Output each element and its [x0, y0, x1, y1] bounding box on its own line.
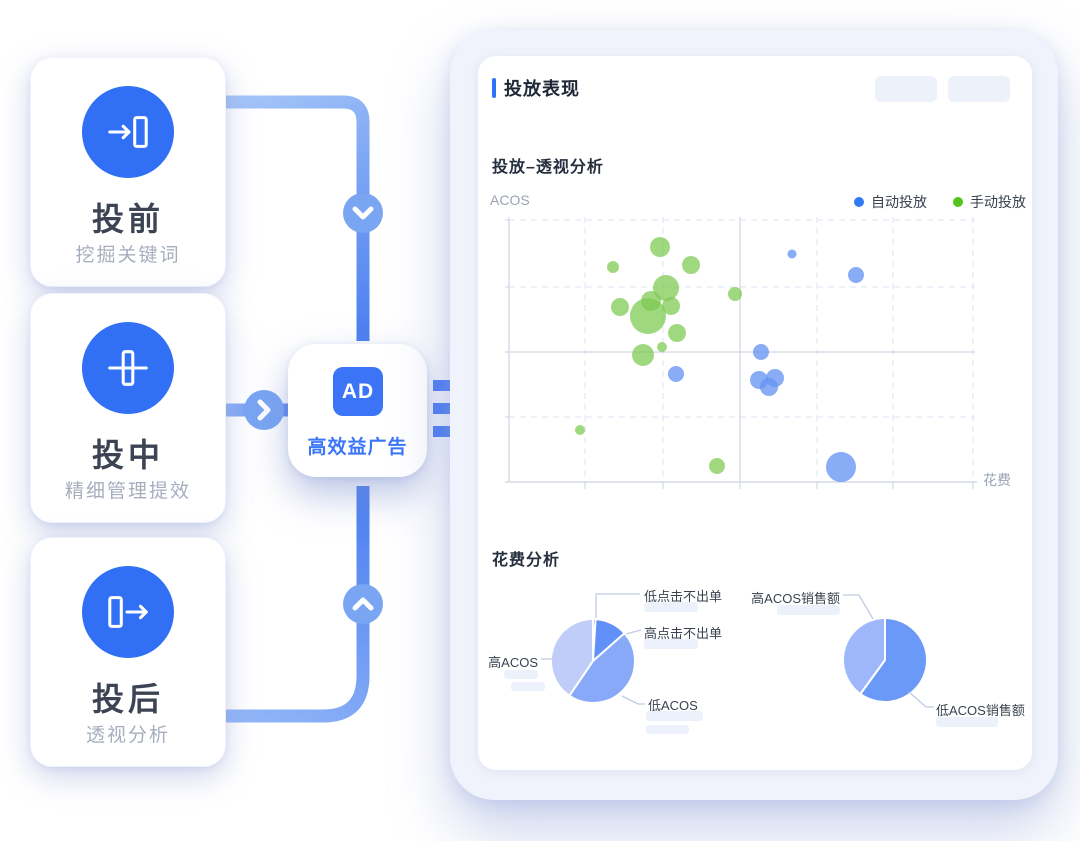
dashboard-card: 投放表现 投放–透视分析 ACOS 自动投放 手动投放 花费 花费分析 — [478, 56, 1032, 770]
mid-launch-circle — [82, 322, 174, 414]
chevron-down-icon — [352, 206, 374, 220]
value-placeholder — [504, 670, 538, 679]
legend-item-auto: 自动投放 — [854, 192, 927, 212]
legend-dot-manual — [953, 197, 963, 207]
connector-pre-to-hub — [226, 95, 370, 341]
pie-label-high-click-no-order: 高点击不出单 — [644, 626, 723, 641]
pie-label-low-acos: 低ACOS — [648, 698, 698, 713]
value-placeholder — [777, 605, 840, 615]
arrow-into-rect-icon — [108, 116, 148, 148]
value-placeholder — [511, 682, 545, 691]
header-action-placeholder[interactable] — [875, 76, 937, 102]
pie-label-low-acos-sales: 低ACOS销售额 — [936, 703, 1025, 718]
dashboard-panel: 投放表现 投放–透视分析 ACOS 自动投放 手动投放 花费 花费分析 — [450, 30, 1058, 800]
card-subtitle: 挖掘关键词 — [75, 245, 181, 266]
header-action-placeholder[interactable] — [948, 76, 1010, 102]
x-axis-label: 花费 — [983, 472, 1011, 488]
legend-label: 自动投放 — [871, 194, 927, 210]
pie-section-title: 花费分析 — [492, 552, 561, 569]
card-mid-launch: 投中 精细管理提效 — [30, 293, 226, 523]
scatter-section-title: 投放–透视分析 — [492, 159, 604, 176]
pie-label-high-acos: 高ACOS — [488, 655, 538, 670]
value-placeholder — [644, 639, 698, 649]
value-placeholder — [936, 717, 998, 727]
legend-item-manual: 手动投放 — [953, 192, 1026, 212]
post-launch-circle — [82, 566, 174, 658]
card-title: 投中 — [91, 437, 164, 473]
title-accent-bar — [492, 78, 496, 98]
rect-cross-line-icon — [108, 350, 148, 386]
pie-label-high-acos-sales: 高ACOS销售额 — [751, 591, 840, 606]
pie-leader-lines — [541, 593, 934, 708]
chart-legend: 自动投放 手动投放 — [854, 192, 1026, 212]
card-title: 投前 — [91, 201, 164, 237]
hub-label: 高效益广告 — [307, 437, 408, 458]
ad-badge: AD — [333, 367, 383, 416]
value-placeholder — [644, 602, 698, 612]
card-subtitle: 透视分析 — [85, 725, 170, 746]
chevron-up-icon — [352, 597, 374, 611]
spend-pie-chart — [550, 618, 636, 704]
card-post-launch: 投后 透视分析 — [30, 537, 226, 767]
card-subtitle: 精细管理提效 — [64, 481, 191, 502]
legend-dot-auto — [854, 197, 864, 207]
ad-hub: AD 高效益广告 — [288, 344, 427, 477]
chevron-right-node — [244, 390, 284, 430]
legend-label: 手动投放 — [970, 194, 1026, 210]
dashboard-title: 投放表现 — [504, 79, 580, 99]
connector-hub-to-post — [226, 486, 370, 723]
card-pre-launch: 投前 挖掘关键词 — [30, 57, 226, 287]
card-title: 投后 — [91, 681, 164, 717]
chevron-down-node — [343, 193, 383, 233]
scatter-chart — [505, 217, 977, 489]
value-placeholder — [646, 711, 703, 721]
pre-launch-circle — [82, 86, 174, 178]
y-axis-label: ACOS — [490, 192, 530, 208]
pie-label-low-click-no-order: 低点击不出单 — [644, 589, 723, 604]
chevron-right-icon — [257, 399, 271, 421]
chevron-up-node — [343, 584, 383, 624]
sales-pie-chart — [842, 617, 928, 703]
value-placeholder — [646, 725, 689, 734]
rect-arrow-out-icon — [108, 596, 148, 628]
